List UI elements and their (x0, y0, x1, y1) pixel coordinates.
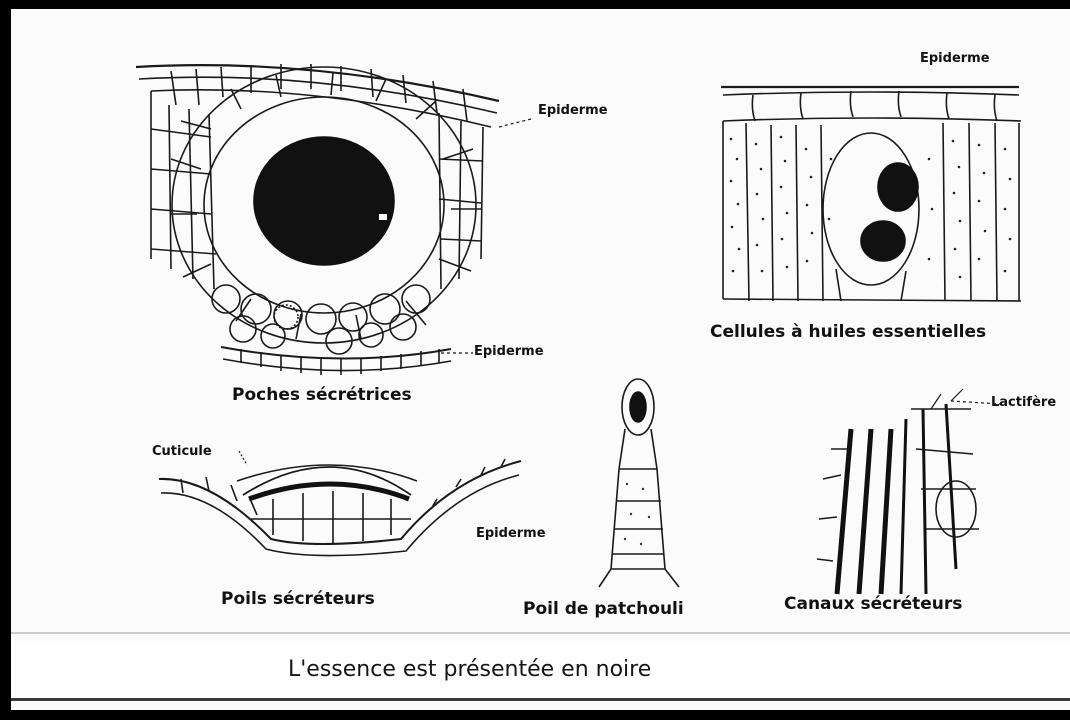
bottom-rule (11, 698, 1070, 701)
diagram-frame: Epiderme Epiderme Poches sécrétrices Epi… (11, 9, 1070, 710)
figure-caption: L'essence est présentée en noire (288, 657, 651, 682)
epiderme-label-top: Epiderme (538, 103, 608, 118)
poil-patchouli-title: Poil de patchouli (523, 599, 684, 619)
cellules-huiles-title: Cellules à huiles essentielles (710, 322, 986, 342)
poches-secretrices-title: Poches sécrétrices (232, 385, 412, 405)
epiderme-label-poils: Epiderme (476, 526, 546, 541)
lactifere-label: Lactifère (991, 395, 1056, 410)
epiderme-label-cellules: Epiderme (920, 51, 990, 66)
cellules-huiles-drawing (721, 87, 1021, 301)
poche-secretrice-drawing (136, 64, 531, 375)
poils-secreteurs-drawing (159, 451, 521, 556)
canaux-secreteurs-title: Canaux sécréteurs (784, 594, 962, 614)
cuticule-label: Cuticule (152, 444, 212, 459)
poil-patchouli-drawing (599, 379, 679, 587)
canaux-secreteurs-drawing (817, 389, 1001, 594)
poils-secreteurs-title: Poils sécréteurs (221, 589, 375, 609)
epiderme-label-bottom: Epiderme (474, 344, 544, 359)
